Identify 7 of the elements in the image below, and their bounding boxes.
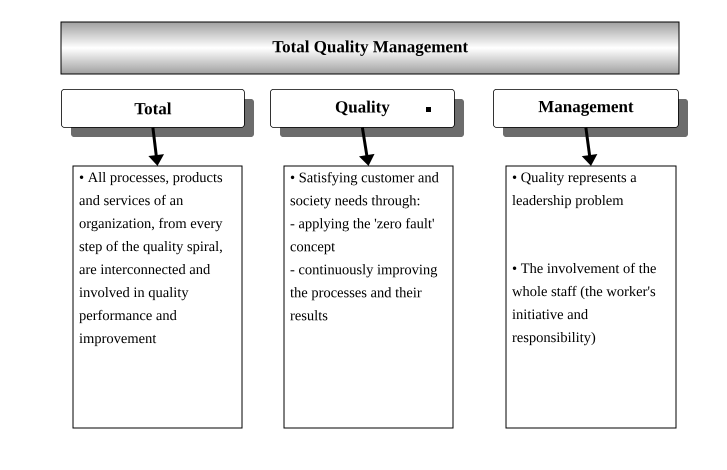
text-box: • All processes, products and services of an organization, from every step of the quality spiral, are interconnected and involved in quality performance and improvement xyxy=(72,166,242,428)
title-banner: Total Quality Management xyxy=(60,22,680,74)
heading-box: Total xyxy=(61,89,254,137)
heading-box: Management xyxy=(493,89,688,137)
text-box: • Quality represents a leadership problem • The involvement of the whole staff (the worker's initiative and responsibility) xyxy=(506,166,676,428)
heading-box: Quality xyxy=(270,89,464,137)
text-box: • Satisfying customer and society needs through: - applying the 'zero fault' concept - continuously improving the processes and their results xyxy=(284,166,454,428)
